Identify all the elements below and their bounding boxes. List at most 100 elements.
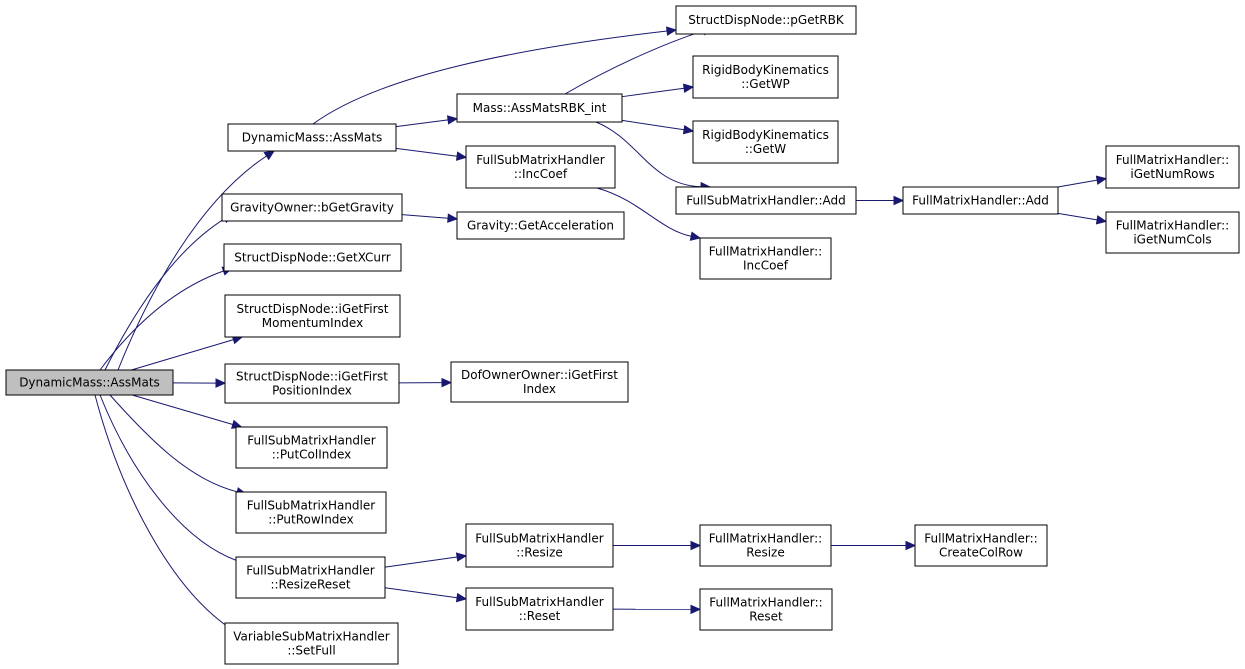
function-node[interactable]: FullMatrixHandler::Resize: [699, 524, 832, 567]
edge-line: [621, 119, 685, 131]
node-label: DynamicMass::AssMats: [19, 376, 160, 390]
edge-arrowhead: [455, 552, 468, 562]
node-label: DofOwnerOwner::iGetFirst: [461, 368, 618, 382]
node-label: VariableSubMatrixHandler: [233, 630, 390, 644]
function-node[interactable]: FullMatrixHandler::iGetNumCols: [1105, 211, 1240, 254]
call-edge: [831, 540, 917, 551]
function-node[interactable]: FullSubMatrixHandler::Resize: [465, 523, 614, 568]
node-label: FullSubMatrixHandler: [476, 153, 604, 167]
call-edge: [1057, 212, 1108, 225]
edge-line: [596, 187, 692, 237]
function-node[interactable]: StructDispNode::GetXCurr: [223, 243, 402, 272]
edge-line: [395, 147, 458, 157]
edge-line: [312, 30, 668, 125]
function-node[interactable]: GravityOwner::bGetGravity: [221, 193, 403, 222]
call-edge: [621, 83, 695, 98]
node-box: [699, 524, 832, 567]
function-node[interactable]: FullSubMatrixHandler::Reset: [465, 587, 614, 631]
node-label: FullSubMatrixHandler: [475, 532, 603, 546]
node-box: [465, 145, 616, 189]
function-node[interactable]: FullMatrixHandler::CreateColRow: [914, 524, 1048, 567]
call-edge: [395, 115, 459, 128]
function-node[interactable]: FullSubMatrixHandler::PutRowIndex: [235, 491, 387, 534]
function-node[interactable]: FullMatrixHandler::iGetNumRows: [1105, 145, 1240, 189]
node-label: Reset: [749, 610, 783, 624]
node-label: FullMatrixHandler::: [709, 532, 822, 546]
node-box: [223, 243, 402, 272]
call-edge: [398, 377, 453, 388]
function-node[interactable]: FullMatrixHandler::Reset: [699, 588, 833, 631]
function-node[interactable]: FullMatrixHandler::IncCoef: [699, 237, 832, 280]
node-label: FullMatrixHandler::: [709, 596, 822, 610]
call-edge: [856, 195, 905, 206]
node-box: [1105, 145, 1240, 189]
edge-line: [99, 270, 224, 371]
node-label: GravityOwner::bGetGravity: [230, 201, 394, 215]
node-label: ::IncCoef: [514, 167, 568, 181]
call-edge: [94, 394, 244, 637]
edge-arrowhead: [455, 151, 468, 161]
node-label: StructDispNode::pGetRBK: [688, 13, 845, 27]
function-node[interactable]: Gravity::GetAcceleration: [456, 211, 625, 240]
edge-arrowhead: [905, 540, 917, 551]
edge-line: [109, 394, 238, 493]
function-node[interactable]: VariableSubMatrixHandler::SetFull: [224, 622, 399, 665]
call-edge: [1057, 175, 1108, 188]
function-node[interactable]: FullSubMatrixHandler::Add: [675, 186, 857, 215]
function-node[interactable]: RigidBodyKinematics::GetW: [692, 120, 839, 164]
node-box: [902, 186, 1059, 215]
function-node[interactable]: FullSubMatrixHandler::ResizeReset: [235, 556, 386, 599]
edge-arrowhead: [682, 83, 695, 93]
node-label: MomentumIndex: [262, 316, 363, 330]
function-node[interactable]: FullSubMatrixHandler::IncCoef: [465, 145, 616, 189]
node-label: StructDispNode::GetXCurr: [234, 251, 390, 265]
node-box: [456, 93, 623, 123]
call-edge: [401, 213, 459, 223]
call-edge: [312, 26, 678, 125]
function-node[interactable]: Mass::AssMatsRBK_int: [456, 93, 623, 123]
function-node[interactable]: RigidBodyKinematics::GetWP: [692, 55, 839, 99]
function-node[interactable]: FullSubMatrixHandler::PutColIndex: [235, 426, 388, 469]
edge-line: [621, 87, 685, 98]
node-box: [692, 120, 839, 164]
edge-arrowhead: [682, 124, 695, 135]
node-label: RigidBodyKinematics: [702, 63, 829, 77]
call-edge: [395, 147, 468, 161]
edge-line: [117, 155, 267, 371]
edge-arrowhead: [1095, 215, 1108, 225]
edge-arrowhead: [455, 592, 468, 603]
node-box: [675, 5, 857, 35]
edge-line: [132, 394, 233, 425]
node-label: FullSubMatrixHandler: [247, 434, 375, 448]
edge-line: [99, 394, 238, 562]
function-node[interactable]: DynamicMass::AssMats: [227, 123, 397, 152]
node-label: ::Reset: [519, 609, 561, 623]
call-edge: [621, 119, 695, 135]
node-label: ::SetFull: [287, 644, 335, 658]
edge-arrowhead: [1095, 175, 1108, 185]
edge-arrowhead: [666, 26, 678, 36]
node-label: FullSubMatrixHandler: [247, 499, 375, 513]
function-node[interactable]: StructDispNode::pGetRBK: [675, 5, 857, 35]
node-label: FullSubMatrixHandler::Add: [686, 194, 846, 208]
edge-arrowhead: [446, 115, 459, 125]
call-edge: [564, 26, 714, 95]
function-node[interactable]: FullMatrixHandler::Add: [902, 186, 1059, 215]
node-label: StructDispNode::iGetFirst: [237, 302, 389, 316]
node-label: iGetNumRows: [1130, 167, 1214, 181]
edge-line: [564, 30, 704, 95]
edge-line: [94, 394, 235, 632]
node-label: FullMatrixHandler::: [1116, 153, 1229, 167]
call-edge: [172, 378, 227, 388]
node-box: [221, 193, 403, 222]
node-label: IncCoef: [743, 259, 789, 273]
edge-arrowhead: [215, 378, 227, 388]
edge-arrowhead: [263, 150, 276, 161]
node-label: DynamicMass::AssMats: [242, 131, 383, 145]
node-label: RigidBodyKinematics: [702, 128, 829, 142]
node-label: ::GetWP: [741, 77, 790, 91]
node-label: FullMatrixHandler::: [709, 245, 822, 259]
